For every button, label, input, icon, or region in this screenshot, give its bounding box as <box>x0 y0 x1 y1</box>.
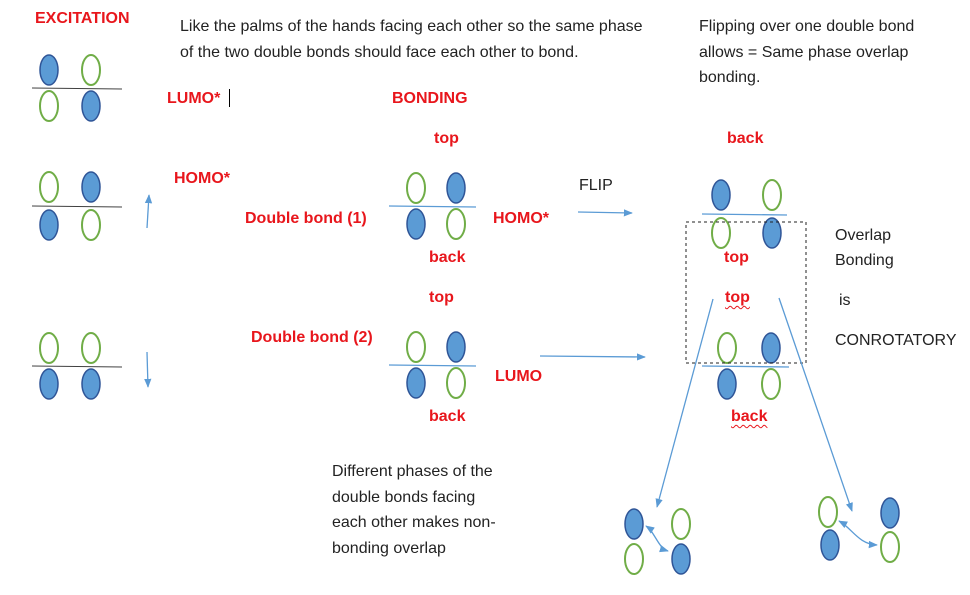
excitation-label: EXCITATION <box>35 10 130 27</box>
lumo-star-label: LUMO* <box>167 90 221 107</box>
double-bond-1-orbitals <box>388 172 477 240</box>
empty-lobe <box>39 90 59 122</box>
filled-lobe <box>761 332 781 364</box>
back-label-right-2: back <box>731 408 768 425</box>
node-line <box>388 364 477 367</box>
top-label-1: top <box>434 130 459 147</box>
empty-lobe <box>81 54 101 86</box>
text-cursor <box>229 89 230 107</box>
filled-lobe <box>81 368 101 400</box>
orbital-pair-lumo <box>31 54 123 122</box>
different-phases-note: Different phases of the double bonds fac… <box>332 463 496 557</box>
filled-lobe <box>39 54 59 86</box>
filled-lobe <box>820 529 840 561</box>
down-arrow <box>144 351 152 388</box>
diagonal-arrow-right <box>778 297 853 512</box>
filled-lobe <box>39 368 59 400</box>
bonding-word-label: Bonding <box>835 252 894 269</box>
back-label-right: back <box>727 130 764 147</box>
filled-lobe <box>717 368 737 400</box>
filled-lobe <box>81 90 101 122</box>
top-label-right-1: top <box>724 249 749 266</box>
node-line <box>701 365 790 368</box>
is-label: is <box>839 292 851 309</box>
orbital-pair-homo-star <box>31 171 123 241</box>
filled-lobe <box>446 331 466 363</box>
bonding-title: BONDING <box>392 90 468 107</box>
filled-lobe <box>671 543 691 575</box>
diagonal-arrow-left <box>655 298 714 508</box>
lumo-bond-orbitals <box>701 332 790 400</box>
flip-label: FLIP <box>579 177 613 194</box>
flipping-note: Flipping over one double bond allows = S… <box>699 18 915 86</box>
empty-lobe <box>406 172 426 204</box>
filled-lobe <box>446 172 466 204</box>
empty-lobe <box>446 367 466 399</box>
empty-lobe <box>671 508 691 540</box>
filled-lobe <box>711 179 731 211</box>
overlap-dashed-box <box>685 221 807 364</box>
empty-lobe <box>81 332 101 364</box>
empty-lobe <box>818 496 838 528</box>
flipped-bond-orbitals <box>701 179 788 249</box>
homo-star-label-mid: HOMO* <box>493 210 549 227</box>
back-label-2: back <box>429 408 466 425</box>
rotation-result-left <box>624 508 691 575</box>
empty-lobe <box>39 332 59 364</box>
overlap-label: Overlap <box>835 227 892 244</box>
filled-lobe <box>81 171 101 203</box>
empty-lobe <box>406 331 426 363</box>
double-bond-2-label: Double bond (2) <box>251 329 373 346</box>
double-bond-1-label: Double bond (1) <box>245 210 367 227</box>
homo-star-label-left: HOMO* <box>174 170 230 187</box>
filled-lobe <box>880 497 900 529</box>
node-line <box>701 213 788 216</box>
node-line <box>31 365 123 368</box>
back-label-1: back <box>429 249 466 266</box>
double-bond-2-orbitals <box>388 331 477 399</box>
overlap-curve-arrow <box>645 525 669 553</box>
orbital-pair-homo <box>31 332 123 400</box>
conrotatory-label: CONROTATORY <box>835 332 957 349</box>
empty-lobe <box>711 217 731 249</box>
node-line <box>388 205 477 208</box>
empty-lobe <box>880 531 900 563</box>
rotation-result-right <box>818 496 900 563</box>
empty-lobe <box>39 171 59 203</box>
filled-lobe <box>762 217 782 249</box>
empty-lobe <box>761 368 781 400</box>
empty-lobe <box>624 543 644 575</box>
empty-lobe <box>717 332 737 364</box>
top-label-2: top <box>429 289 454 306</box>
up-arrow <box>144 194 153 229</box>
lumo-arrow <box>539 353 646 361</box>
empty-lobe <box>81 209 101 241</box>
overlap-curve-arrow <box>838 520 878 549</box>
filled-lobe <box>406 208 426 240</box>
empty-lobe <box>446 208 466 240</box>
filled-lobe <box>624 508 644 540</box>
top-label-right-2: top <box>725 289 750 306</box>
filled-lobe <box>406 367 426 399</box>
flip-arrow <box>577 209 633 217</box>
lumo-label: LUMO <box>495 368 543 385</box>
empty-lobe <box>762 179 782 211</box>
node-line <box>31 87 123 90</box>
palms-note: Like the palms of the hands facing each … <box>180 18 643 61</box>
node-line <box>31 205 123 208</box>
filled-lobe <box>39 209 59 241</box>
